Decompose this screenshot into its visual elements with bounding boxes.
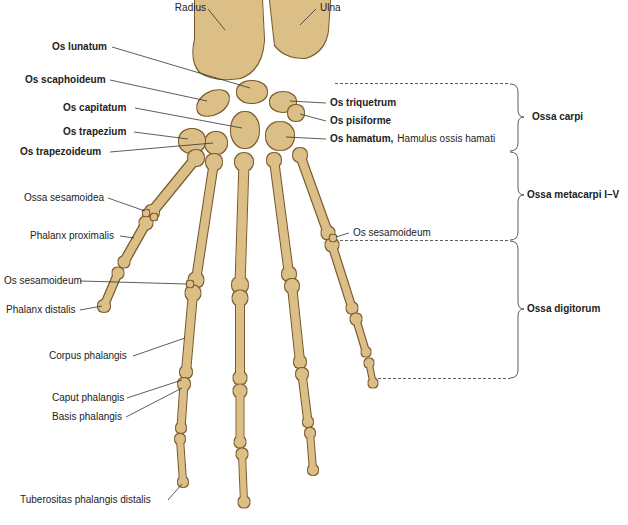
part-label: Ossa digitorum [527,303,600,315]
phalanx-bone [242,454,244,502]
metacarpal-bone [240,162,244,285]
part-label: Os hamatum, [330,133,393,145]
part-label: Os lunatum [52,41,107,53]
part-label: Caput phalangis [52,392,124,404]
phalanx-bone [332,245,352,308]
phalanx-bone [310,433,313,470]
part-label: Os pisiforme [330,115,391,127]
carpal-bones [193,85,233,121]
phalanx-bone [124,223,146,262]
part-label: Os scaphoideum [25,74,106,86]
sesamoid-bone [330,235,336,241]
part-label: Corpus phalangis [49,350,127,362]
part-label: Radius [175,2,206,14]
bracket [335,84,524,379]
part-label: Ossa sesamoidea [24,192,104,204]
part-label: Ulna [320,2,341,14]
carpal-bones [266,122,294,150]
part-label: Os triquetrum [330,97,396,109]
part-label: Phalanx distalis [6,304,75,316]
phalanx-bone [302,374,308,422]
phalanx-bone [369,363,373,383]
part-label: Phalanx proximalis [30,230,114,242]
part-label: Basis phalangis [52,411,122,423]
phalanx-bone [186,293,193,372]
leader-lines [80,9,349,500]
metacarpal-bone [196,162,214,280]
phalanx-bone [181,384,184,428]
phalanx-bone [356,319,366,352]
carpal-bones [231,112,259,148]
part-label: Hamulus ossis hamati [397,133,495,145]
carpal-bones [205,132,227,154]
part-label: Os trapezoideum [20,146,101,158]
part-label: Os capitatum [63,102,126,114]
metacarpal-bone [274,160,289,274]
sesamoid-bone [187,281,193,287]
carpal-bones [237,81,267,103]
carpal-bones [179,129,205,153]
phalanx-bone [240,298,241,378]
part-label: Ossa carpi [532,111,583,123]
phalanx-bone [104,273,118,306]
metacarpal-bone [152,158,196,212]
part-label: Os trapezium [63,126,126,138]
phalanx-bone [240,391,241,442]
part-label: Ossa metacarpi I–V [527,189,619,201]
part-label: Os sesamoideum [353,227,431,239]
carpal-bones [288,105,304,121]
metacarpal-bone [300,155,328,233]
part-label: Tuberositas phalangis distalis [20,494,151,506]
phalanx-bone [292,286,300,362]
sesamoid-bone [143,210,157,220]
part-label: Os sesamoideum [4,275,82,287]
phalanx-bone [180,439,183,482]
